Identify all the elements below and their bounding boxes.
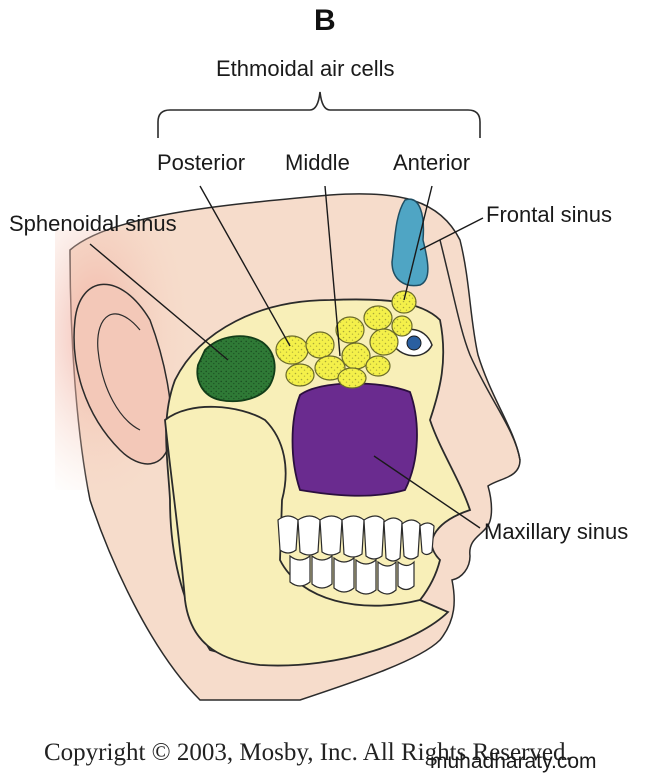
ethmoidal-air-cells bbox=[275, 290, 417, 389]
label-frontal-sinus: Frontal sinus bbox=[486, 202, 612, 227]
label-anterior: Anterior bbox=[393, 150, 471, 175]
leader-lines bbox=[89, 185, 484, 529]
mandible bbox=[164, 405, 450, 667]
ethmoidal-bracket bbox=[157, 91, 481, 138]
label-middle: Middle bbox=[285, 150, 350, 175]
copyright-notice: Copyright © 2003, Mosby, Inc. All Rights… bbox=[44, 739, 572, 766]
watermark: muhadharaty.com bbox=[430, 750, 597, 773]
teeth bbox=[277, 515, 435, 595]
ethmoidal-group-label: Ethmoidal air cells bbox=[216, 56, 395, 81]
label-maxillary-sinus: Maxillary sinus bbox=[484, 519, 629, 544]
maxillary-sinus bbox=[291, 382, 418, 497]
figure-letter: B bbox=[314, 4, 336, 37]
label-posterior: Posterior bbox=[157, 150, 246, 175]
label-sphenoidal-sinus: Sphenoidal sinus bbox=[9, 211, 177, 236]
